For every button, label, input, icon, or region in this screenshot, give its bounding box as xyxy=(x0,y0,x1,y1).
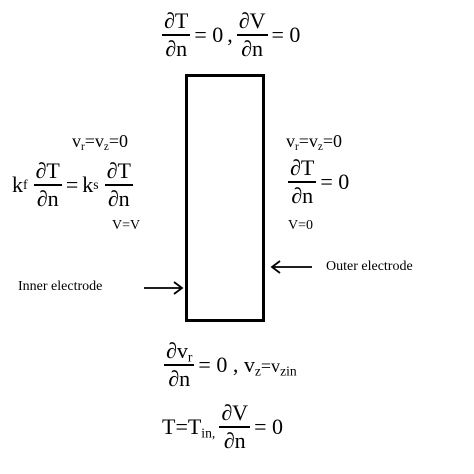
fraction-bar xyxy=(219,426,251,428)
left-voltage-condition: V=V xyxy=(112,218,141,233)
equals-zero-vz: = 0 , vz=vzin xyxy=(194,351,300,379)
equals-zero: = 0 xyxy=(254,413,283,439)
fraction-bar xyxy=(236,34,268,36)
fraction-denominator: ∂n xyxy=(168,365,191,391)
dvr-dn-fraction: ∂vr ∂n xyxy=(164,340,195,391)
inner-electrode-arrow xyxy=(144,281,184,295)
z-subscript: z xyxy=(254,363,261,379)
fraction-bar xyxy=(162,34,191,36)
r-subscript: r xyxy=(295,140,299,153)
fraction-numerator: ∂T xyxy=(106,158,131,183)
zin-subscript: zin xyxy=(280,363,297,379)
inlet-temperature: T=Tin, xyxy=(162,413,219,441)
fraction-denominator: ∂n xyxy=(36,185,59,211)
comma: , xyxy=(227,21,233,47)
inner-electrode-label: Inner electrode xyxy=(18,279,103,294)
T-equals-T: T=T xyxy=(162,413,202,439)
dV-dn-fraction: ∂V ∂n xyxy=(219,400,251,453)
annulus-domain-rectangle xyxy=(185,74,265,322)
fraction-numerator: ∂T xyxy=(290,155,315,180)
equals-v: =v xyxy=(260,355,281,376)
equals-zero-comma-v: = 0 , v xyxy=(198,351,255,377)
right-thermal-condition: ∂T ∂n = 0 xyxy=(288,157,353,207)
equals-sign: = xyxy=(65,171,79,197)
fraction-bar xyxy=(33,184,62,186)
equals-v: =v xyxy=(298,131,318,151)
fraction-numerator: ∂T xyxy=(35,158,60,183)
r-subscript: r xyxy=(81,140,85,153)
right-velocity-condition: vr=vz=0 xyxy=(286,131,342,153)
fraction-bar xyxy=(164,364,195,366)
equals-v: =v xyxy=(84,131,104,151)
z-subscript: z xyxy=(317,140,323,153)
top-boundary-condition: ∂T ∂n = 0 , ∂V ∂n = 0 xyxy=(162,10,304,60)
bottom-velocity-condition: ∂vr ∂n = 0 , vz=vzin xyxy=(164,340,301,390)
equals-zero: = 0 xyxy=(271,21,301,47)
fraction-numerator: ∂V xyxy=(238,8,266,33)
outer-electrode-label: Outer electrode xyxy=(326,259,413,274)
dT-dn-fraction: ∂T ∂n xyxy=(104,158,133,211)
fraction-denominator: ∂n xyxy=(165,35,188,61)
dT-dn-fraction: ∂T ∂n xyxy=(33,158,62,211)
dV-dn-fraction: ∂V ∂n xyxy=(236,8,268,61)
v-symbol: v xyxy=(72,131,81,151)
bottom-thermal-electric-condition: T=Tin, ∂V ∂n = 0 xyxy=(162,402,287,452)
equals-zero: = 0 xyxy=(320,168,350,194)
equals-zero: =0 xyxy=(322,131,342,151)
fraction-numerator: ∂T xyxy=(164,8,189,33)
fraction-bar xyxy=(288,181,317,183)
fraction-numerator: ∂vr xyxy=(164,340,194,364)
dT-dn-fraction: ∂T ∂n xyxy=(288,155,317,208)
right-voltage-condition: V=0 xyxy=(288,218,314,233)
equals-zero: = 0 xyxy=(194,21,224,47)
equals-zero: =0 xyxy=(108,131,128,151)
fraction-numerator: ∂V xyxy=(221,400,249,425)
z-subscript: z xyxy=(103,140,109,153)
fraction-denominator: ∂n xyxy=(291,182,314,208)
k-symbol: k xyxy=(82,171,94,197)
r-subscript: r xyxy=(187,349,193,365)
fraction-denominator: ∂n xyxy=(223,427,246,453)
dv-symbol: ∂v xyxy=(166,338,188,363)
in-subscript: in, xyxy=(201,425,216,441)
outer-electrode-arrow xyxy=(270,260,312,274)
fraction-denominator: ∂n xyxy=(107,185,130,211)
dT-dn-fraction: ∂T ∂n xyxy=(162,8,191,61)
v-symbol: v xyxy=(286,131,295,151)
fraction-denominator: ∂n xyxy=(241,35,264,61)
k-symbol: k xyxy=(12,171,23,197)
left-velocity-condition: vr=vz=0 xyxy=(72,131,128,153)
fraction-bar xyxy=(104,184,133,186)
